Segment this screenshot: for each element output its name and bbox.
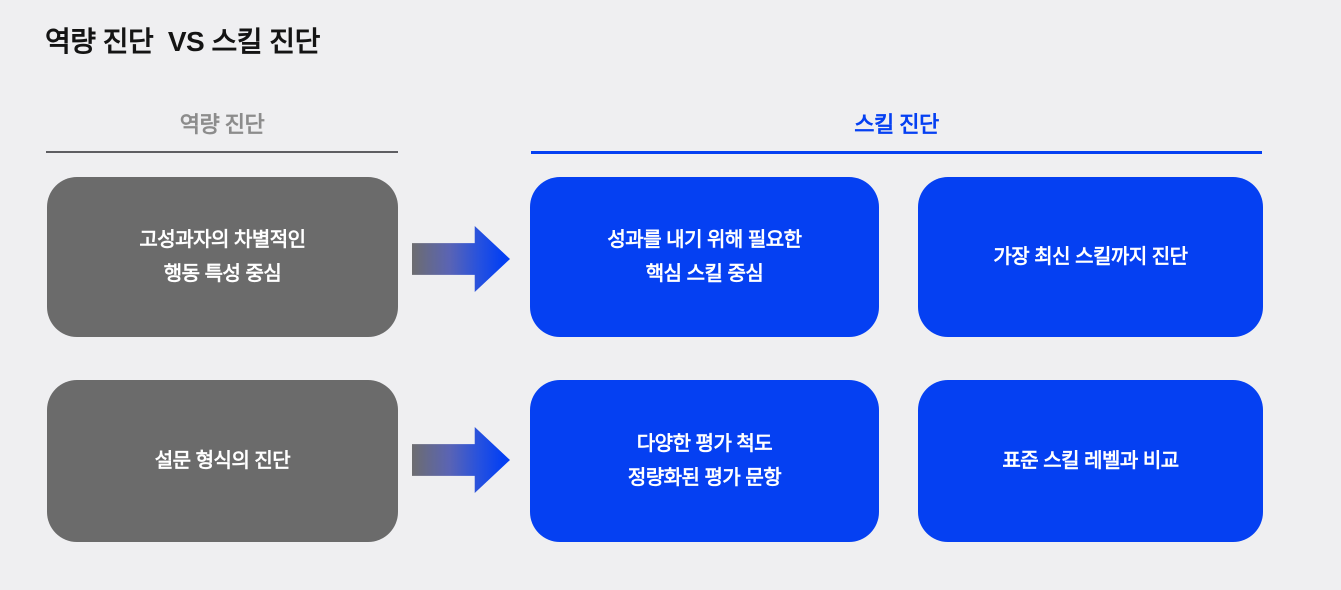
box-text-line: 가장 최신 스킬까지 진단	[993, 246, 1188, 268]
box-text-line: 성과를 내기 위해 필요한	[607, 229, 802, 251]
box-text-line: 핵심 스킬 중심	[645, 263, 764, 285]
skill-box-2: 가장 최신 스킬까지 진단	[918, 177, 1263, 337]
competency-column-header: 역량 진단	[179, 112, 265, 137]
arrow-right-icon	[412, 226, 510, 292]
skill-box-3: 다양한 평가 척도 정량화된 평가 문항	[530, 380, 879, 542]
arrow-right-icon	[412, 427, 510, 493]
skill-box-1: 성과를 내기 위해 필요한 핵심 스킬 중심	[530, 177, 879, 337]
skill-column-header: 스킬 진단	[854, 112, 939, 137]
skill-box-4: 표준 스킬 레벨과 비교	[918, 380, 1263, 542]
box-text-line: 표준 스킬 레벨과 비교	[1002, 450, 1179, 472]
skill-column-underline	[531, 151, 1262, 154]
competency-box-2: 설문 형식의 진단	[47, 380, 398, 542]
box-text-line: 행동 특성 중심	[163, 263, 282, 285]
box-text-line: 고성과자의 차별적인	[139, 229, 306, 251]
competency-box-1: 고성과자의 차별적인 행동 특성 중심	[47, 177, 398, 337]
box-text-line: 다양한 평가 척도	[636, 433, 773, 455]
competency-column-underline	[46, 151, 398, 153]
box-text-line: 설문 형식의 진단	[154, 450, 291, 472]
page-title: 역량 진단 VS 스킬 진단	[45, 26, 320, 57]
box-text-line: 정량화된 평가 문항	[627, 467, 782, 489]
